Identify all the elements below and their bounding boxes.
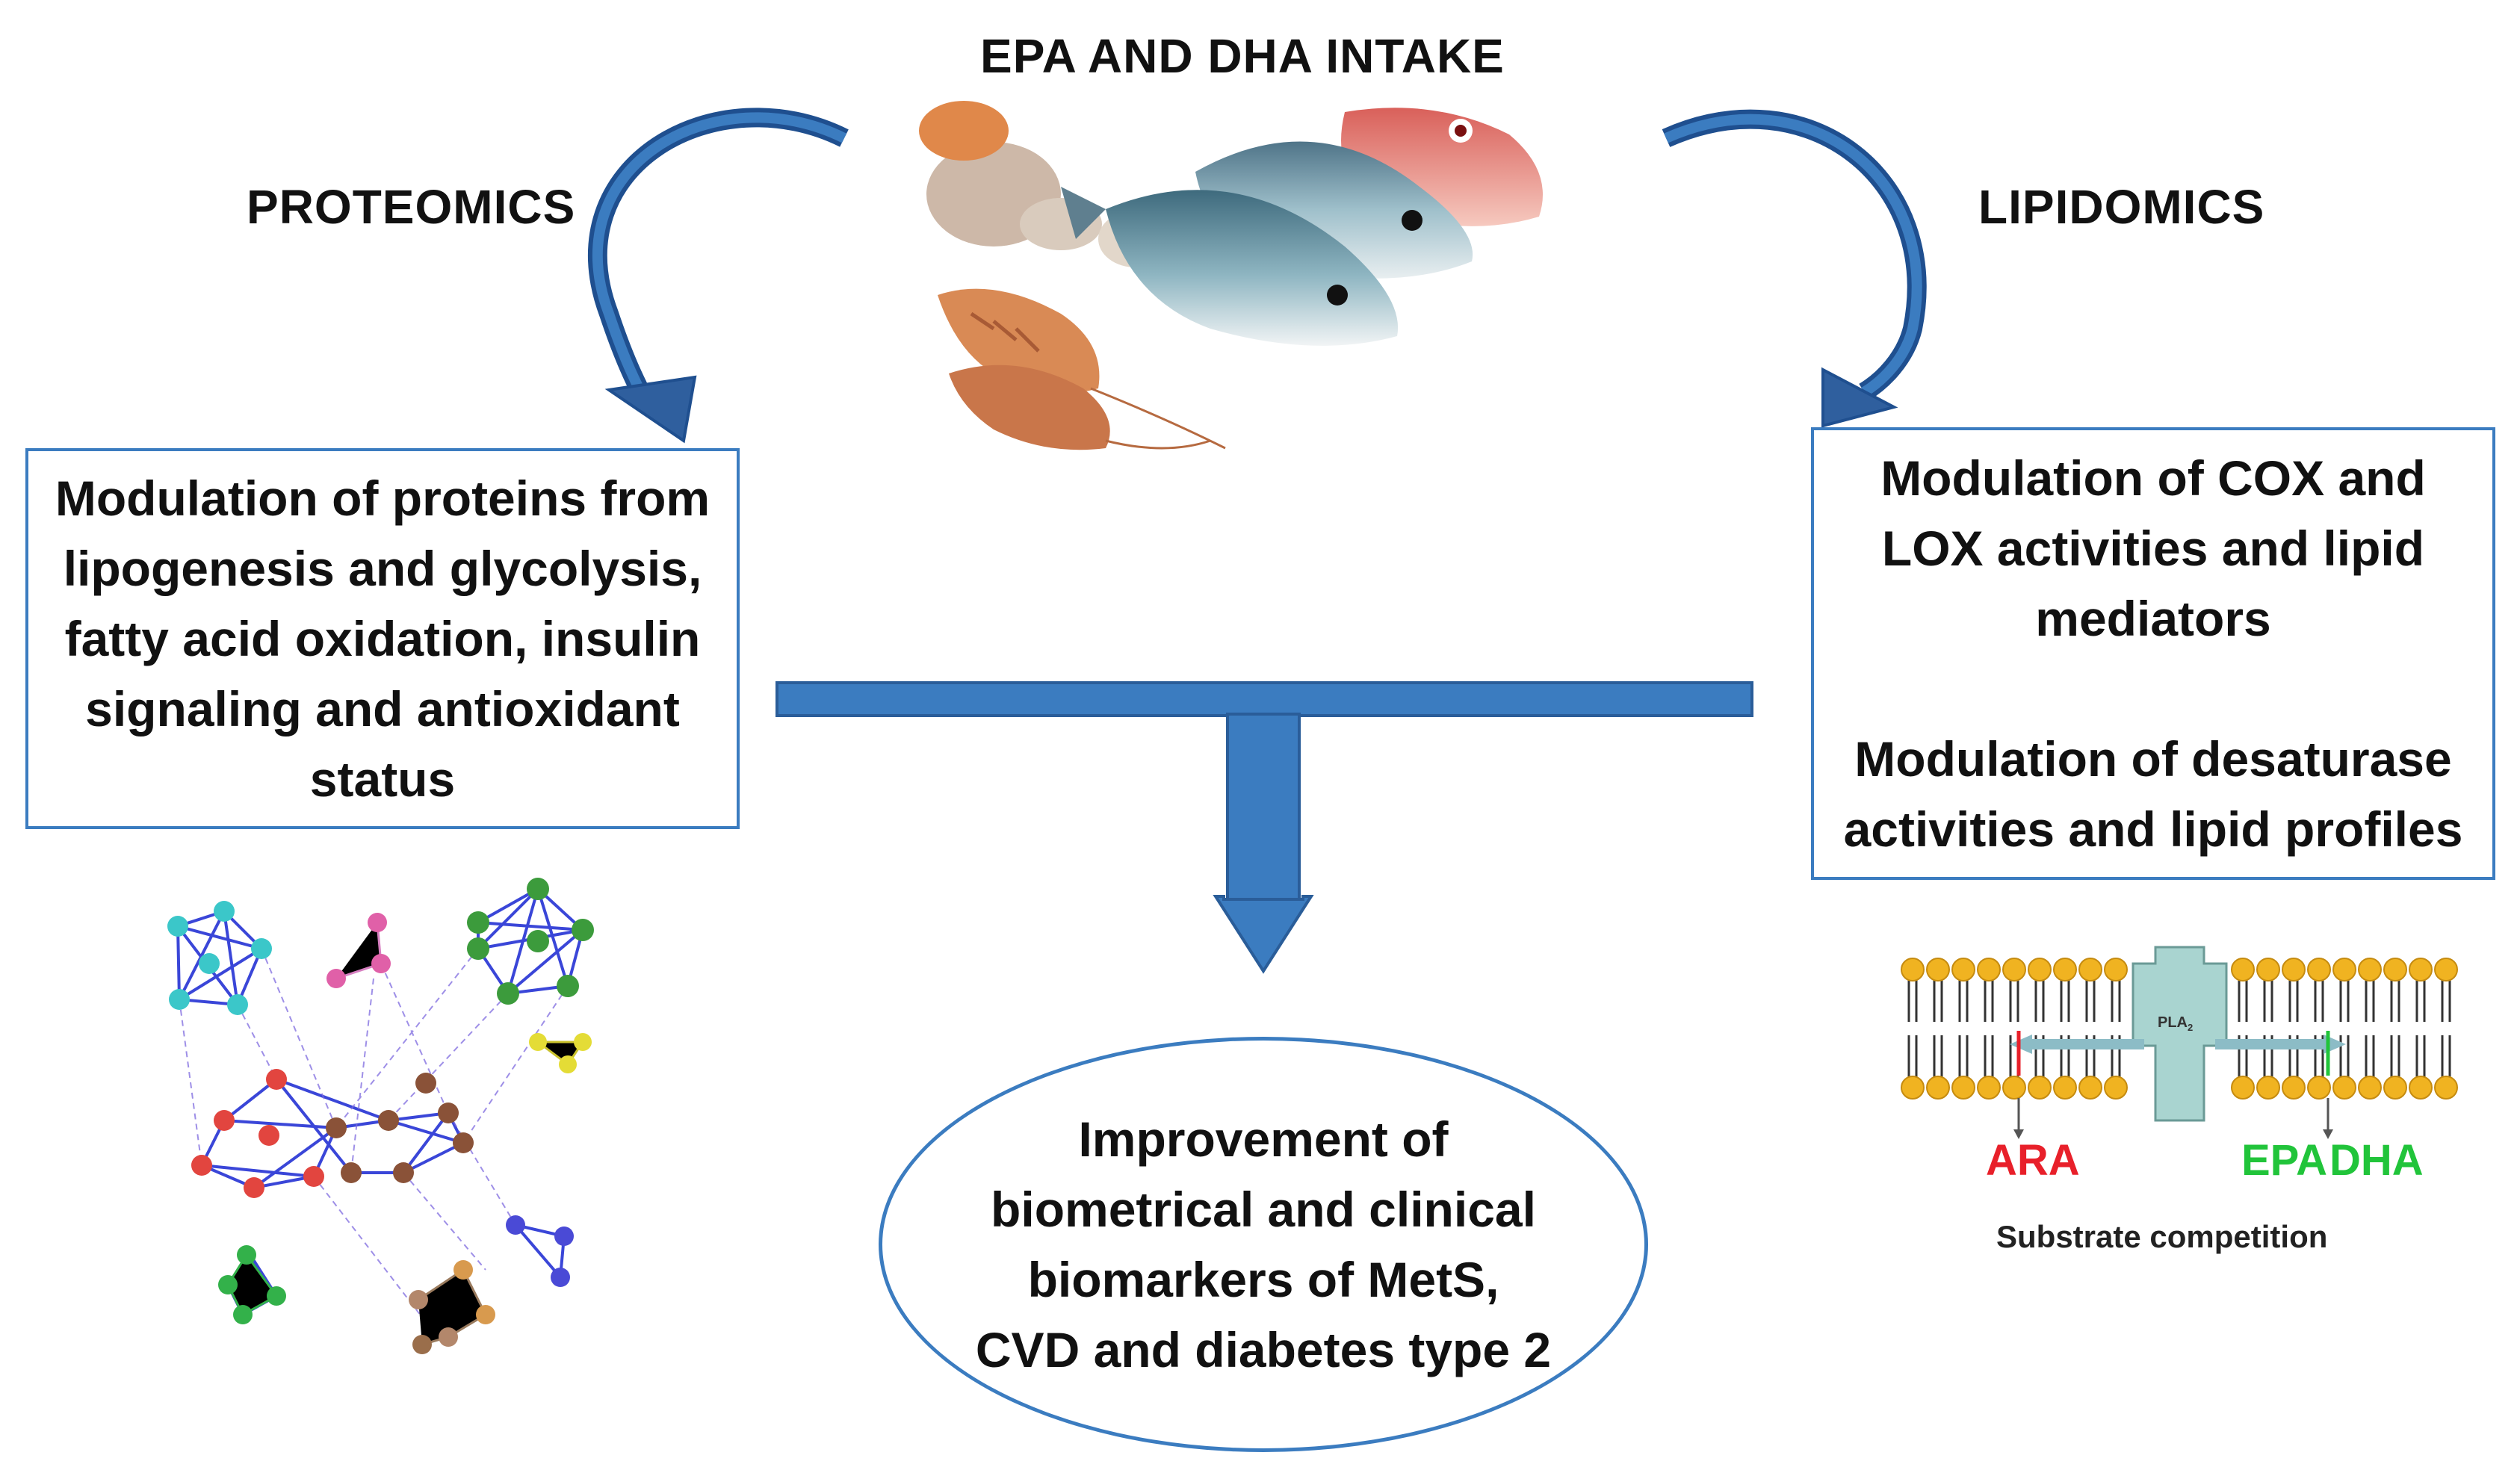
- lipid-head: [2231, 958, 2255, 982]
- lipid-head: [2078, 1076, 2102, 1100]
- outcome-line-1: Improvement of: [1078, 1111, 1449, 1167]
- lipid-head: [2028, 958, 2052, 982]
- lipid-head: [1901, 1076, 1925, 1100]
- lipid-head: [1901, 958, 1925, 982]
- outcome-line-3: biomarkers of MetS,: [1027, 1252, 1499, 1307]
- dha-label: DHA: [2329, 1136, 2424, 1185]
- lipid-head: [2409, 958, 2433, 982]
- lipid-head: [1951, 1076, 1975, 1100]
- curved-arrow-right: [1662, 109, 1927, 401]
- lipid-head: [2434, 1076, 2458, 1100]
- proteomics-line-2: lipogenesis and glycolysis,: [63, 541, 702, 596]
- down-arrowhead: [1213, 895, 1314, 974]
- lipidomics-line-5: activities and lipid profiles: [1843, 801, 2463, 857]
- pla2-enzyme: [2132, 946, 2228, 1122]
- lipidomics-box: Modulation of COX and LOX activities and…: [1811, 427, 2495, 880]
- outcome-ellipse: Improvement of biometrical and clinical …: [879, 1037, 1648, 1452]
- substrate-competition-caption: Substrate competition: [1996, 1219, 2328, 1254]
- lipid-head: [2383, 958, 2407, 982]
- lipid-head: [1977, 958, 2001, 982]
- lipid-head: [2028, 1076, 2052, 1100]
- lipid-head: [2358, 1076, 2382, 1100]
- ara-label: ARA: [1986, 1136, 2080, 1185]
- proteomics-line-5: status: [309, 751, 456, 807]
- lipid-head: [2383, 1076, 2407, 1100]
- lipid-head: [1926, 1076, 1950, 1100]
- lipid-head: [2078, 958, 2102, 982]
- protein-network: [167, 878, 594, 1354]
- arrowhead-right: [1821, 367, 1898, 428]
- lipid-head: [2307, 1076, 2331, 1100]
- lipid-head: [2002, 1076, 2026, 1100]
- lipidomics-line-2: LOX activities and lipid: [1881, 521, 2425, 576]
- lipid-head: [1977, 1076, 2001, 1100]
- heading-proteomics: PROTEOMICS: [247, 180, 576, 234]
- t-bar: [775, 681, 1753, 717]
- proteomics-line-4: signaling and antioxidant: [85, 681, 680, 736]
- lipidomics-line-3: mediators: [2035, 591, 2271, 646]
- lipid-head: [2002, 958, 2026, 982]
- lipidomics-line-1: Modulation of COX and: [1880, 450, 2426, 506]
- title-epa-dha-intake: EPA AND DHA INTAKE: [980, 29, 1505, 83]
- lipid-head: [2104, 1076, 2128, 1100]
- lipid-head: [2409, 1076, 2433, 1100]
- lipid-head: [2104, 958, 2128, 982]
- outcome-line-4: CVD and diabetes type 2: [975, 1322, 1552, 1377]
- lipid-head: [2231, 1076, 2255, 1100]
- lipid-head: [1951, 958, 1975, 982]
- pla2-label: PLA2: [2158, 1014, 2194, 1033]
- proteomics-line-3: fatty acid oxidation, insulin: [64, 611, 701, 666]
- lipid-head: [2332, 958, 2356, 982]
- lipid-membrane: [1901, 946, 2458, 1139]
- proteomics-box: Modulation of proteins from lipogenesis …: [25, 448, 740, 829]
- lipid-head: [1926, 958, 1950, 982]
- arrowhead-left: [604, 375, 697, 444]
- outcome-line-2: biometrical and clinical: [991, 1182, 1536, 1237]
- lipid-head: [2256, 958, 2280, 982]
- lipid-head: [2256, 1076, 2280, 1100]
- lipid-head: [2282, 1076, 2306, 1100]
- epa-label: EPA: [2241, 1136, 2327, 1185]
- proteomics-line-1: Modulation of proteins from: [55, 471, 711, 526]
- lipid-head: [2434, 958, 2458, 982]
- lipid-head: [2332, 1076, 2356, 1100]
- heading-lipidomics: LIPIDOMICS: [1978, 180, 2265, 234]
- lipid-head: [2358, 958, 2382, 982]
- lipid-head: [2053, 1076, 2077, 1100]
- lipidomics-line-4: Modulation of desaturase: [1854, 731, 2452, 787]
- lipid-head: [2282, 958, 2306, 982]
- lipid-head: [2053, 958, 2077, 982]
- t-stem: [1226, 713, 1301, 902]
- lipid-head: [2307, 958, 2331, 982]
